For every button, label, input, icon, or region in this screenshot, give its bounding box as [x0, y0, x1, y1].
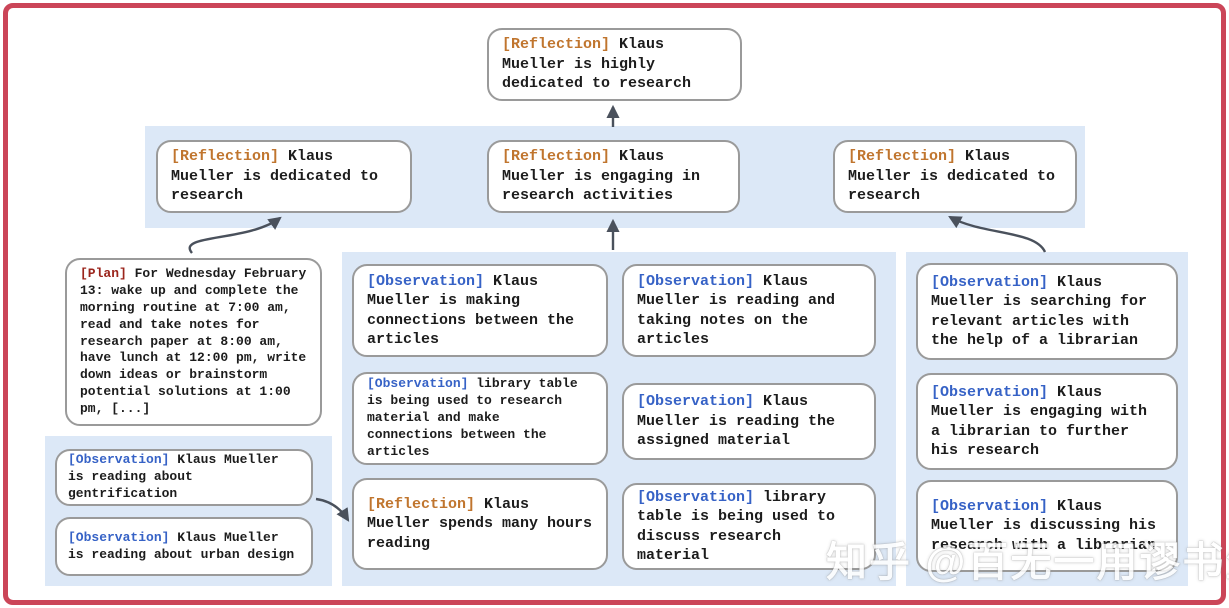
node-body-text: For Wednesday February 13: wake up and c…	[80, 266, 307, 417]
observation-tag: [Observation]	[68, 452, 170, 468]
node-text: [Observation] Klaus Mueller is making co…	[354, 266, 606, 356]
node-body-text: library table is being used to research …	[367, 376, 578, 459]
node-text: [Observation] Klaus Mueller is reading a…	[624, 266, 874, 356]
node-text: [Observation] library table is being use…	[624, 482, 874, 572]
reflection-tag: [Reflection]	[502, 148, 611, 166]
node-reflection-hours-reading: [Reflection] Klaus Mueller spends many h…	[352, 478, 608, 570]
observation-tag: [Observation]	[931, 497, 1049, 515]
node-text: [Reflection] Klaus Mueller is engaging i…	[489, 141, 738, 212]
node-body-text: Klaus Mueller is engaging with a librari…	[931, 383, 1148, 460]
observation-tag: [Observation]	[637, 488, 755, 506]
node-body-text: Klaus Mueller is reading the assigned ma…	[637, 393, 836, 450]
node-body-text: Klaus Mueller is reading and taking note…	[637, 272, 836, 349]
node-text: [Observation] Klaus Mueller is engaging …	[918, 377, 1176, 467]
reflection-tag: [Reflection]	[367, 495, 476, 513]
node-text: [Plan] For Wednesday February 13: wake u…	[67, 260, 320, 424]
observation-tag: [Observation]	[931, 273, 1049, 291]
node-body-text: Klaus Mueller is highly dedicated to res…	[502, 36, 692, 93]
observation-tag: [Observation]	[637, 393, 755, 411]
node-observation-gentrification: [Observation] Klaus Mueller is reading a…	[55, 449, 313, 506]
node-body-text: Klaus Mueller spends many hours reading	[367, 495, 593, 552]
node-plan-wednesday: [Plan] For Wednesday February 13: wake u…	[65, 258, 322, 426]
node-body-text: Klaus Mueller is dedicated to research	[848, 148, 1056, 205]
node-body-text: library table is being used to discuss r…	[637, 488, 836, 565]
zhihu-watermark: 知乎 @百无一用谬书生	[826, 539, 1229, 585]
node-body-text: Klaus Mueller is making connections betw…	[367, 272, 575, 349]
observation-tag: [Observation]	[931, 383, 1049, 401]
node-observation-assigned-material: [Observation] Klaus Mueller is reading t…	[622, 383, 876, 460]
node-body-text: Klaus Mueller is searching for relevant …	[931, 273, 1148, 350]
node-body-text: Klaus Mueller is reading about urban des…	[68, 529, 295, 562]
plan-tag: [Plan]	[80, 266, 127, 281]
node-body-text: Klaus Mueller is engaging in research ac…	[502, 148, 701, 205]
node-observation-engaging-librarian: [Observation] Klaus Mueller is engaging …	[916, 373, 1178, 470]
node-text: [Reflection] Klaus Mueller is dedicated …	[158, 141, 410, 212]
node-text: [Reflection] Klaus Mueller is highly ded…	[489, 29, 740, 100]
node-observation-taking-notes: [Observation] Klaus Mueller is reading a…	[622, 264, 876, 357]
node-observation-discussing-librarian: [Observation] Klaus Mueller is discussin…	[916, 480, 1178, 572]
reflection-tag: [Reflection]	[171, 148, 280, 166]
node-reflection-dedicated-left: [Reflection] Klaus Mueller is dedicated …	[156, 140, 412, 213]
node-body-text: Klaus Mueller is discussing his research…	[931, 497, 1157, 554]
node-observation-library-research: [Observation] library table is being use…	[352, 372, 608, 465]
node-observation-library-discuss: [Observation] library table is being use…	[622, 483, 876, 570]
node-reflection-engaging: [Reflection] Klaus Mueller is engaging i…	[487, 140, 740, 213]
node-text: [Observation] Klaus Mueller is searching…	[918, 267, 1176, 357]
node-text: [Observation] Klaus Mueller is reading t…	[624, 386, 874, 457]
reflection-tag: [Reflection]	[502, 36, 611, 54]
node-body-text: Klaus Mueller is dedicated to research	[171, 148, 379, 205]
node-text: [Reflection] Klaus Mueller spends many h…	[354, 489, 606, 560]
observation-tag: [Observation]	[68, 529, 170, 545]
node-text: [Observation] Klaus Mueller is reading a…	[57, 446, 311, 509]
observation-tag: [Observation]	[637, 272, 755, 290]
node-reflection-dedicated-right: [Reflection] Klaus Mueller is dedicated …	[833, 140, 1077, 213]
reflection-tag: [Reflection]	[848, 148, 957, 166]
node-text: [Reflection] Klaus Mueller is dedicated …	[835, 141, 1075, 212]
node-body-text: Klaus Mueller is reading about gentrific…	[68, 452, 279, 501]
node-text: [Observation] Klaus Mueller is reading a…	[57, 524, 311, 570]
observation-tag: [Observation]	[367, 272, 485, 290]
node-observation-searching-articles: [Observation] Klaus Mueller is searching…	[916, 263, 1178, 360]
node-root-reflection: [Reflection] Klaus Mueller is highly ded…	[487, 28, 742, 101]
node-observation-connections: [Observation] Klaus Mueller is making co…	[352, 264, 608, 357]
node-observation-urban-design: [Observation] Klaus Mueller is reading a…	[55, 517, 313, 576]
observation-tag: [Observation]	[367, 376, 469, 392]
node-text: [Observation] Klaus Mueller is discussin…	[918, 491, 1176, 562]
node-text: [Observation] library table is being use…	[354, 370, 606, 466]
